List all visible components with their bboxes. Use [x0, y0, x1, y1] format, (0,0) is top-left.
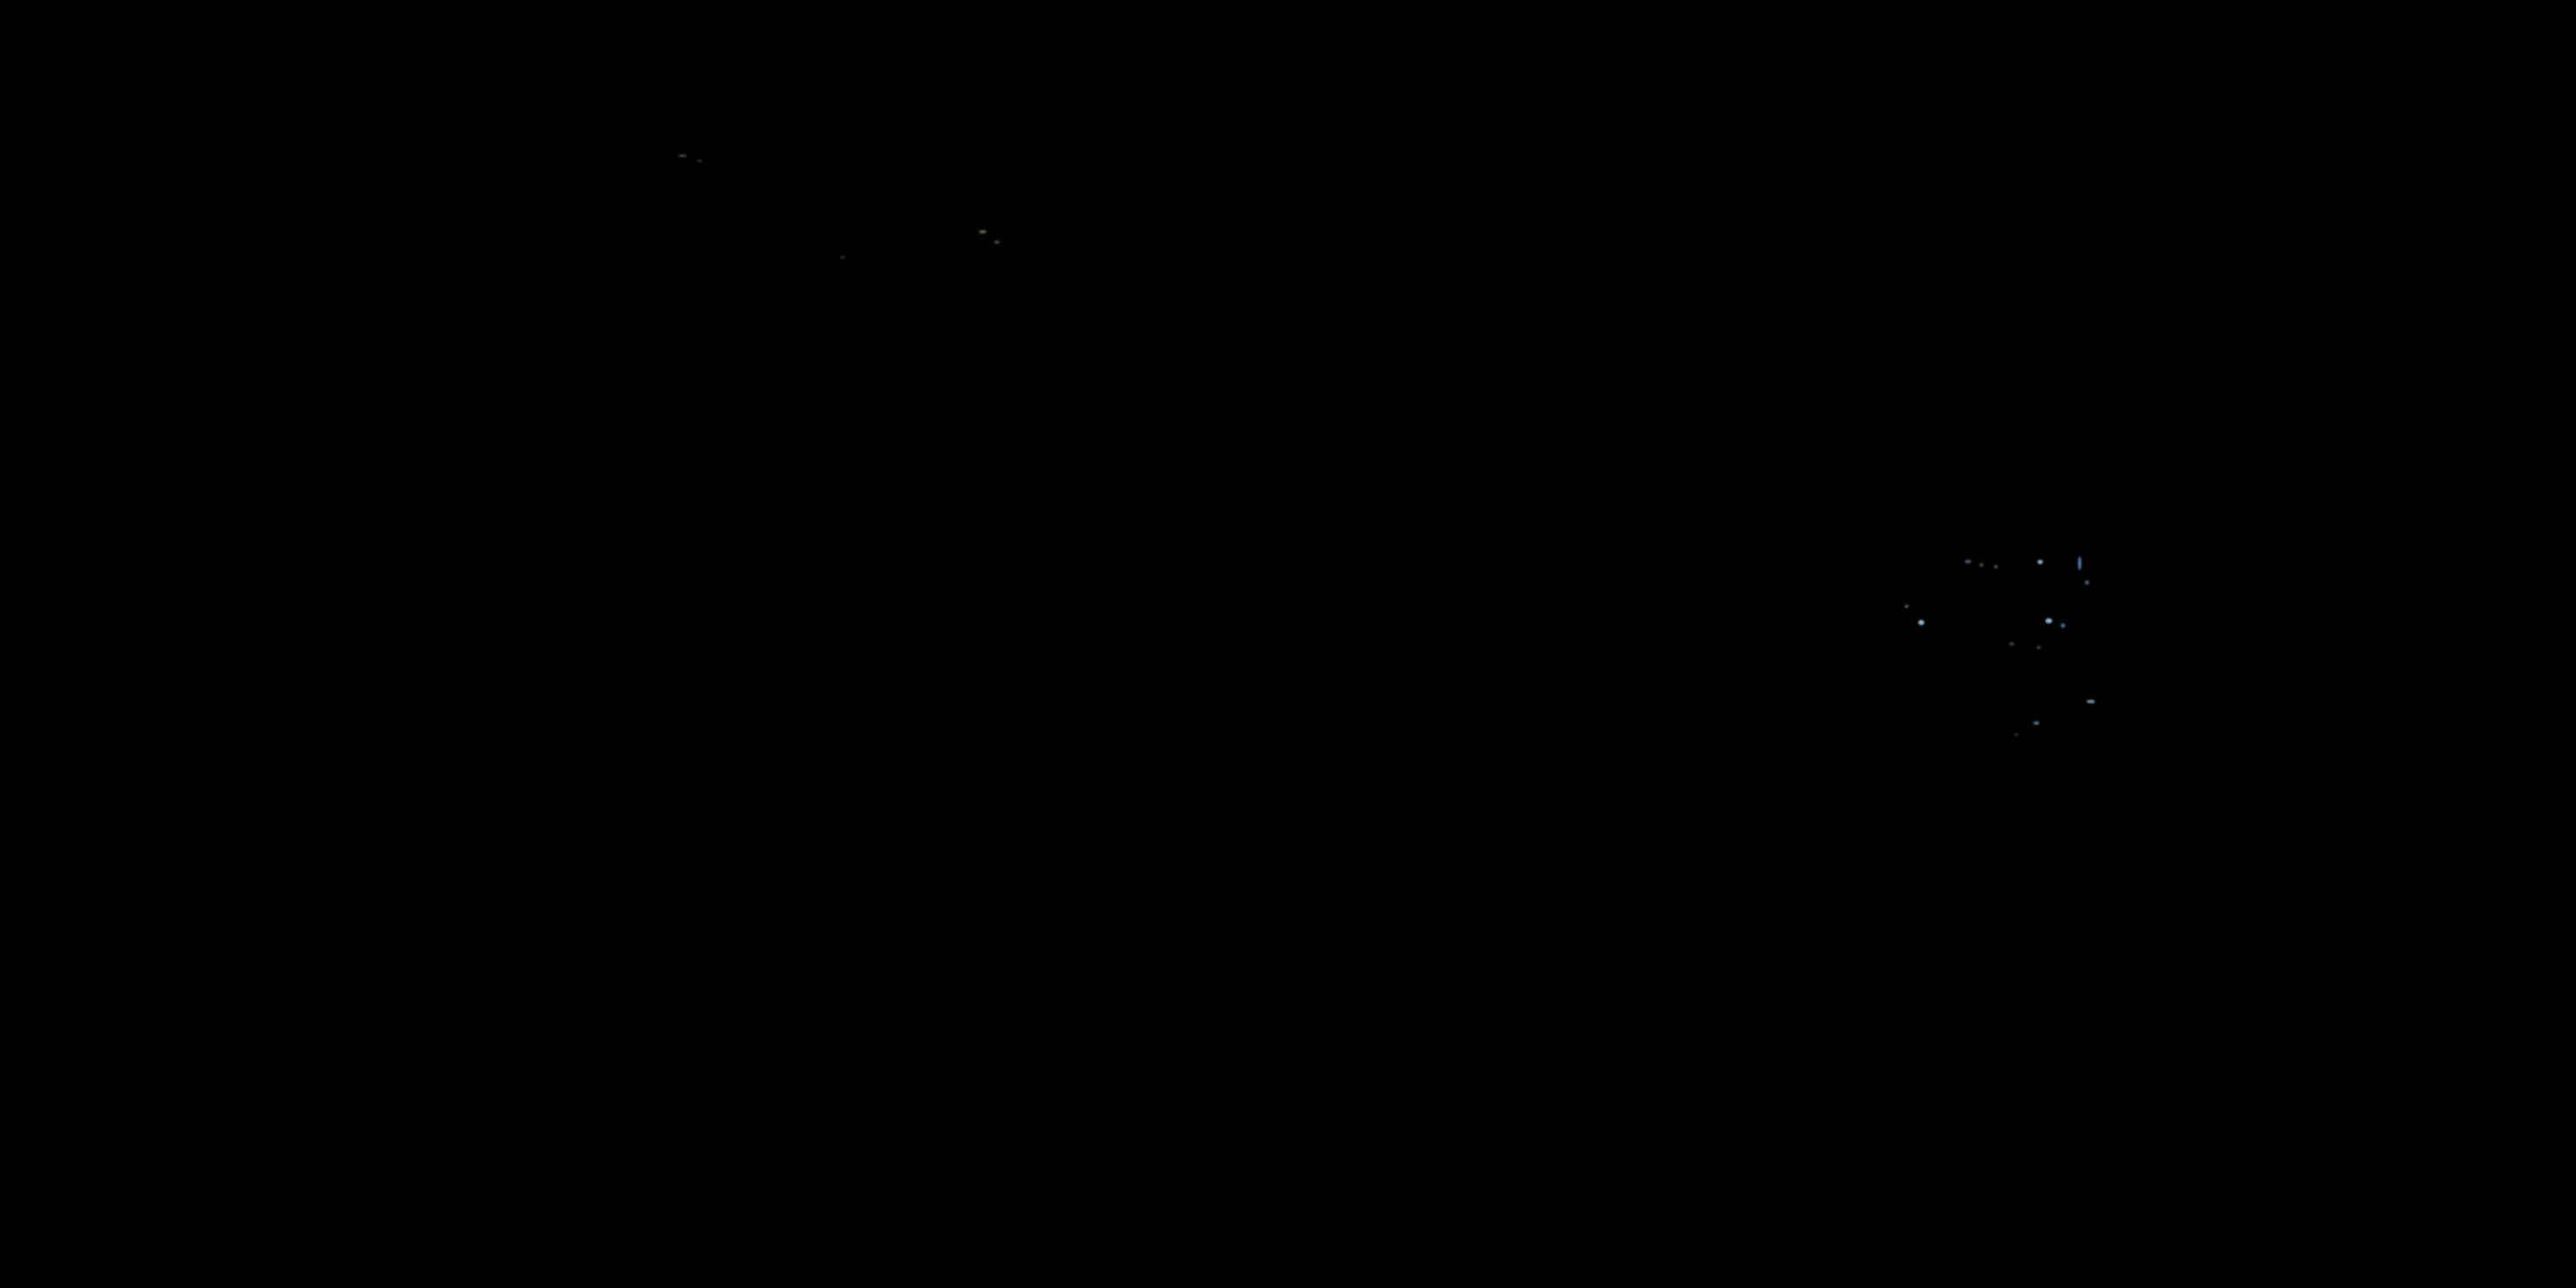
- light-speck: [1918, 620, 1924, 625]
- light-speck: [2061, 623, 2065, 628]
- light-speck: [2078, 556, 2081, 570]
- light-speck: [1979, 563, 1984, 567]
- light-speck: [1994, 565, 1998, 568]
- light-speck: [2045, 618, 2052, 623]
- light-speck: [678, 155, 687, 157]
- light-speck: [2014, 733, 2019, 736]
- light-speck: [2033, 721, 2039, 725]
- light-speck: [1965, 560, 1971, 563]
- light-speck: [2087, 700, 2095, 703]
- light-speck: [994, 240, 999, 244]
- light-speck: [1905, 605, 1909, 608]
- light-speck: [2085, 580, 2089, 585]
- light-speck: [2037, 646, 2041, 649]
- light-speck: [2009, 642, 2014, 646]
- light-speck: [840, 256, 846, 258]
- light-speck: [2038, 560, 2043, 564]
- light-speck: [697, 160, 702, 162]
- light-speck: [979, 230, 987, 234]
